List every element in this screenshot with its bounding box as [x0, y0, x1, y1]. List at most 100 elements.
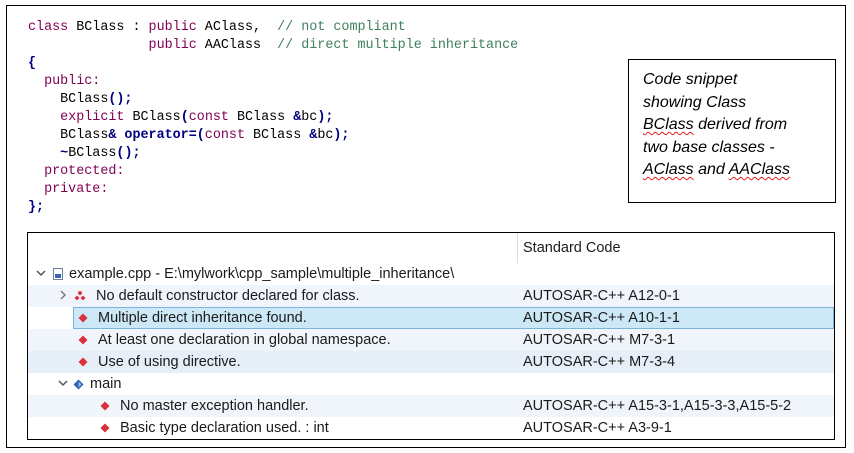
violation-message: No master exception handler.: [120, 398, 309, 414]
standard-code: AUTOSAR-C++ A3-9-1: [523, 420, 672, 436]
chevron-down-icon[interactable]: [58, 378, 68, 388]
code-text: AAClass: [204, 38, 278, 53]
code-text: [28, 110, 60, 125]
code-operator: & operator=(: [108, 128, 205, 143]
code-operator: (: [180, 110, 189, 125]
code-operator: };: [28, 200, 45, 215]
column-divider[interactable]: [517, 233, 518, 263]
code-line: class BClass : public AClass, // not com…: [28, 19, 628, 37]
code-line: explicit BClass(const BClass &bc);: [28, 109, 628, 127]
callout-text: and: [693, 161, 729, 178]
code-operator: );: [317, 110, 334, 125]
violation-row[interactable]: Use of using directive. AUTOSAR-C++ M7-3…: [28, 351, 834, 373]
violation-message: At least one declaration in global names…: [98, 332, 391, 348]
callout-line: Code snippet: [643, 71, 738, 88]
code-operator: ();: [108, 92, 133, 107]
code-line: public:: [28, 73, 628, 91]
code-text: BClass: [236, 110, 294, 125]
violation-row[interactable]: Basic type declaration used. : int AUTOS…: [28, 417, 834, 439]
code-comment: // not compliant: [277, 20, 406, 35]
code-keyword: public: [148, 20, 205, 35]
code-text: BClass: [68, 146, 117, 161]
code-text: BClass :: [76, 20, 149, 35]
function-diamond-icon: [73, 379, 84, 390]
code-comment: // direct multiple inheritance: [277, 38, 519, 53]
code-keyword: protected:: [44, 164, 125, 179]
callout-class-name: BClass: [643, 116, 694, 133]
code-text: BClass: [132, 110, 181, 125]
violation-message: Basic type declaration used. : int: [120, 420, 329, 436]
error-diamond-icon: [78, 313, 88, 323]
file-node-label: example.cpp - E:\mylwork\cpp_sample\mult…: [69, 266, 455, 282]
error-diamond-icon: [78, 335, 88, 345]
column-header: Standard Code: [28, 233, 834, 263]
analysis-results-tree[interactable]: Standard Code example.cpp - E:\mylwork\c…: [27, 232, 835, 440]
standard-code: AUTOSAR-C++ M7-3-1: [523, 332, 676, 348]
standard-code: AUTOSAR-C++ A12-0-1: [523, 288, 680, 304]
standard-code: AUTOSAR-C++ A15-3-1,A15-3-3,A15-5-2: [523, 398, 792, 414]
code-line: BClass& operator=(const BClass &bc);: [28, 127, 628, 145]
code-keyword: const: [204, 128, 254, 143]
violation-row-selected[interactable]: Multiple direct inheritance found. AUTOS…: [28, 307, 834, 329]
code-line: ~BClass();: [28, 145, 628, 163]
code-text: bc: [301, 110, 318, 125]
callout-text: derived from: [693, 116, 788, 133]
selection-highlight: [73, 307, 834, 329]
code-keyword: const: [188, 110, 237, 125]
callout-class-name: AAClass: [728, 161, 791, 178]
callout-line: BClass derived from: [643, 114, 825, 137]
code-text: BClass: [28, 128, 109, 143]
cpp-file-icon: [53, 268, 63, 280]
violation-message: Use of using directive.: [98, 354, 241, 370]
code-snippet: class BClass : public AClass, // not com…: [28, 19, 628, 217]
error-diamond-icon: [78, 357, 88, 367]
code-operator: &: [309, 128, 318, 143]
violation-message: No default constructor declared for clas…: [96, 288, 360, 304]
code-keyword: public:: [44, 74, 101, 89]
code-line: protected:: [28, 163, 628, 181]
callout-line: AClass and AAClass: [643, 159, 825, 182]
callout-class-name: AClass: [643, 161, 694, 178]
violation-row[interactable]: No master exception handler. AUTOSAR-C++…: [28, 395, 834, 417]
callout-line: two base classes -: [643, 138, 775, 156]
standard-code: AUTOSAR-C++ M7-3-4: [523, 354, 676, 370]
code-line: private:: [28, 181, 628, 199]
chevron-down-icon[interactable]: [36, 268, 46, 278]
code-text: [28, 74, 44, 89]
code-line: {: [28, 55, 628, 73]
tree-node-file[interactable]: example.cpp - E:\mylwork\cpp_sample\mult…: [28, 263, 834, 285]
error-cluster-icon: [74, 290, 86, 301]
code-keyword: public: [148, 38, 205, 53]
code-line: public AAClass // direct multiple inheri…: [28, 37, 628, 55]
code-keyword: class: [28, 20, 77, 35]
error-diamond-icon: [100, 401, 110, 411]
code-text: [28, 146, 60, 161]
chevron-right-icon[interactable]: [58, 290, 68, 300]
code-text: [28, 38, 149, 53]
function-node-label: main: [90, 376, 122, 392]
code-operator: ~: [60, 146, 69, 161]
standard-code: AUTOSAR-C++ A10-1-1: [523, 310, 680, 326]
code-text: BClass: [28, 92, 109, 107]
code-text: [28, 182, 44, 197]
code-text: AClass,: [204, 20, 278, 35]
callout-line: showing Class: [643, 93, 747, 111]
code-keyword: private:: [44, 182, 109, 197]
code-text: [28, 164, 44, 179]
code-text: BClass: [253, 128, 310, 143]
tree-node-function[interactable]: main: [28, 373, 834, 395]
code-line: };: [28, 199, 628, 217]
violation-row[interactable]: At least one declaration in global names…: [28, 329, 834, 351]
violation-message: Multiple direct inheritance found.: [98, 310, 307, 326]
error-diamond-icon: [100, 423, 110, 433]
code-operator: );: [333, 128, 350, 143]
code-text: bc: [317, 128, 334, 143]
violation-row[interactable]: No default constructor declared for clas…: [28, 285, 834, 307]
code-line: BClass();: [28, 91, 628, 109]
code-operator: &: [293, 110, 302, 125]
figure-frame: class BClass : public AClass, // not com…: [6, 5, 846, 448]
code-keyword: explicit: [60, 110, 133, 125]
code-operator: {: [28, 56, 37, 71]
annotation-callout: Code snippet showing Class BClass derive…: [628, 59, 836, 203]
standard-code-header[interactable]: Standard Code: [523, 240, 621, 256]
